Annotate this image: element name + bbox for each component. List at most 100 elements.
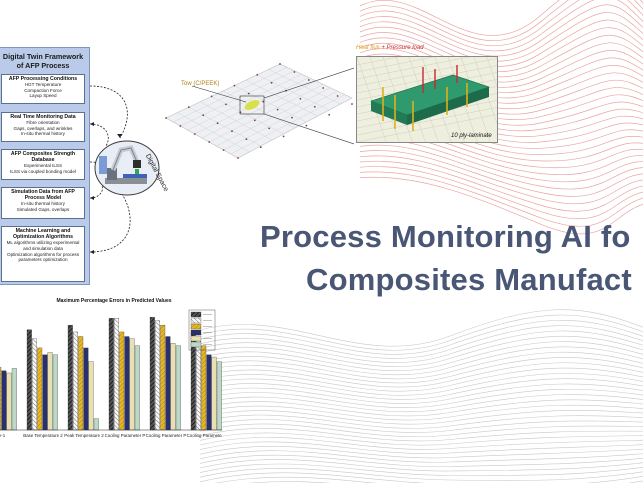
bar	[175, 345, 181, 431]
bar	[165, 336, 171, 431]
box-line: HGT Temperature	[24, 82, 62, 88]
grey-wave-line	[199, 399, 643, 417]
red-wave-line	[359, 139, 643, 183]
background-grid-line	[357, 57, 399, 66]
grey-wave-line	[199, 320, 643, 355]
mesh-node	[179, 125, 182, 127]
mesh-node	[165, 117, 167, 119]
laminate-drawing	[357, 57, 497, 142]
mesh-node	[279, 63, 281, 65]
bar	[78, 336, 84, 431]
tow-element	[244, 100, 260, 110]
bar	[26, 329, 32, 431]
mesh-node	[336, 95, 339, 97]
grey-wave-line	[199, 309, 643, 347]
bar	[32, 338, 37, 431]
simulation-laminate-panel: 10 ply-laminate	[356, 56, 498, 143]
red-wave-line	[359, 0, 643, 42]
mesh-node	[193, 133, 196, 135]
bar	[129, 338, 135, 431]
mesh-node	[202, 114, 205, 117]
mesh-node	[208, 141, 211, 143]
chart-title: Maximum Percentage Errors in Predicted V…	[56, 298, 171, 304]
load-label: Heat flux + Pressure load	[356, 45, 424, 51]
bar	[1, 370, 7, 431]
background-grid-line	[473, 57, 497, 125]
legend-swatch	[190, 323, 202, 330]
red-wave-line	[359, 12, 643, 62]
grey-wave-line	[199, 463, 643, 476]
arrow-head	[90, 250, 94, 254]
grey-wave-line	[199, 410, 643, 425]
mesh-node	[253, 119, 256, 122]
mesh-line	[230, 94, 345, 155]
box-line: Simulated Gaps, overlaps	[16, 207, 70, 212]
heat-flux-label: Heat flux	[356, 45, 380, 51]
grey-wave-line	[199, 383, 643, 404]
mesh-node	[322, 87, 325, 89]
mesh-node	[216, 122, 219, 125]
mesh-node	[237, 157, 239, 159]
mesh-node	[262, 100, 265, 103]
bar	[160, 324, 166, 431]
grey-wave-line	[199, 459, 643, 472]
bar	[155, 320, 160, 431]
mesh-node	[305, 124, 308, 127]
box-line: Experimental ILSS	[23, 163, 63, 169]
box-strength-database: AFP Composites Strength Database Experim…	[1, 149, 85, 180]
mesh-node	[222, 149, 225, 151]
red-wave-line	[359, 0, 643, 47]
box-line: Fibre orientation	[26, 120, 60, 126]
box-line: In-situ thermal history	[21, 131, 65, 137]
digital-twin-title: Digital Twin Framework of AFP Process	[0, 52, 91, 70]
background-grid-line	[357, 57, 435, 73]
mesh-node	[256, 73, 259, 76]
arrow-head	[117, 134, 122, 138]
background-grid-line	[357, 114, 497, 142]
mesh-node	[210, 95, 213, 98]
red-wave-line	[359, 19, 643, 67]
page-title-line2: Composites Manufact	[306, 262, 632, 297]
afp-robot-illustration	[94, 140, 160, 196]
mesh-node	[276, 108, 279, 111]
background-grid-line	[357, 57, 470, 80]
bar	[134, 345, 140, 431]
zoom-box	[239, 95, 265, 115]
grey-wave-line	[199, 325, 643, 359]
x-tick-label: Cooling Parameter P	[146, 433, 187, 438]
grey-wave-line	[199, 404, 643, 421]
laminate-side	[407, 87, 489, 125]
grey-wave-line	[199, 373, 643, 396]
box-line: Optimization algorithms for process para…	[7, 251, 79, 263]
grey-wave-line	[199, 450, 643, 463]
bar	[124, 336, 130, 431]
legend-swatch	[190, 335, 202, 342]
mesh-node	[293, 71, 296, 73]
bar	[88, 361, 94, 431]
red-wave-line	[359, 144, 643, 190]
grey-wave-line	[199, 454, 643, 467]
red-wave-line	[359, 27, 643, 72]
grey-wave-line	[199, 346, 643, 376]
mesh-node	[187, 106, 190, 109]
grey-wave-line	[199, 446, 643, 459]
simulation-tow-mesh	[162, 58, 354, 160]
background-grid-line	[357, 65, 497, 94]
error-bar-chart: Maximum Percentage Errors in Predicted V…	[0, 298, 222, 438]
arrow-curve	[89, 193, 131, 253]
grey-wave-line	[199, 468, 643, 481]
bar	[83, 347, 89, 431]
red-wave-line	[359, 176, 643, 235]
red-wave-line	[359, 0, 643, 36]
box-ml-optimization: Machine Learning and Optimization Algori…	[1, 226, 85, 282]
mesh-node	[307, 79, 310, 81]
box-line: Gaps, overlaps, and wrinkles	[13, 125, 73, 131]
mesh-node	[328, 113, 331, 116]
mesh-node	[282, 135, 285, 138]
mesh-node	[247, 92, 250, 95]
mesh-node	[313, 105, 316, 108]
bar	[119, 331, 125, 431]
legend-swatch	[190, 341, 202, 348]
grey-wave-line	[199, 432, 643, 446]
